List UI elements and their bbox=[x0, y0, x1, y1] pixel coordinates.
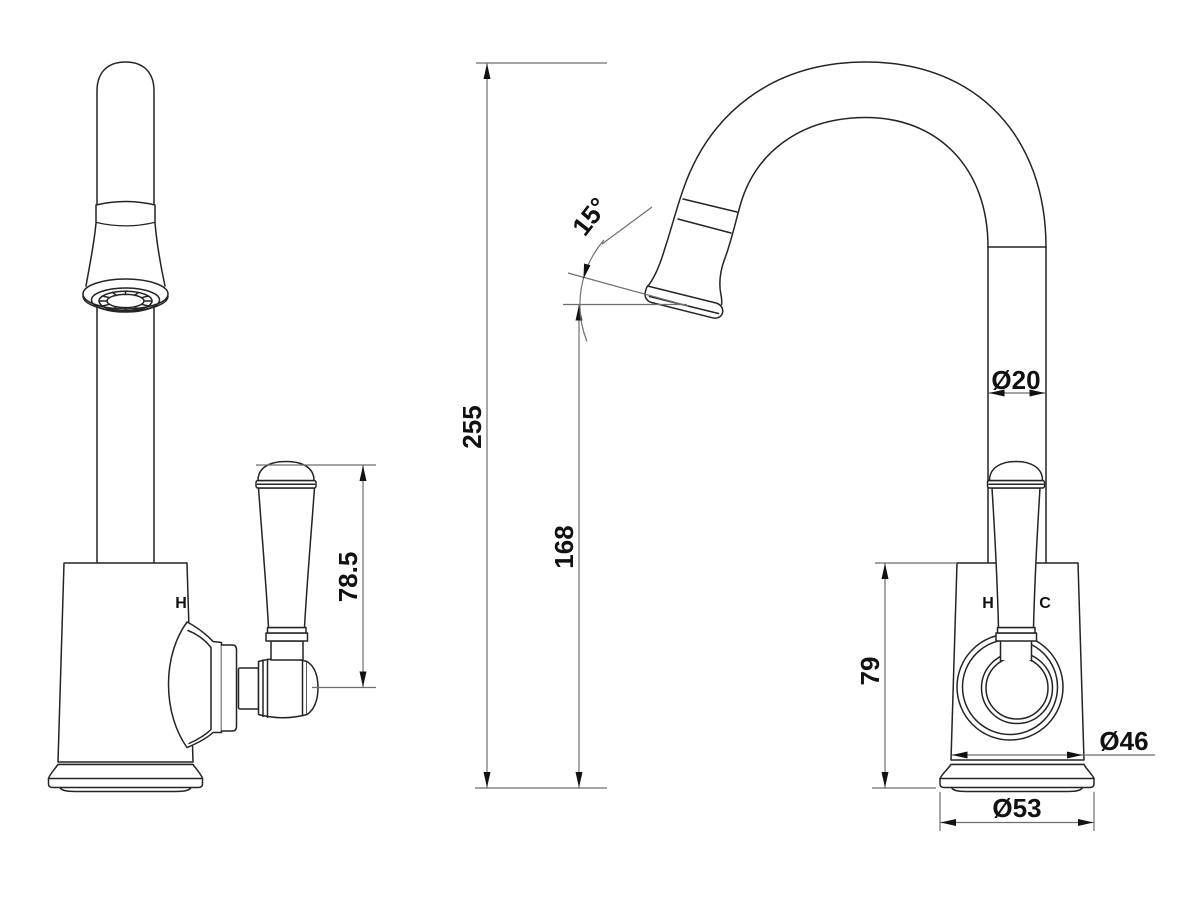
angle-leader-line bbox=[601, 206, 653, 245]
left-spout-flare-right-edge bbox=[154, 222, 166, 287]
left-lever-flange-upper bbox=[266, 626, 307, 634]
left-lever-cap-dome bbox=[257, 460, 315, 482]
left-aerator-ring bbox=[90, 287, 161, 313]
left-base bbox=[47, 763, 204, 789]
arrowhead-left bbox=[940, 819, 956, 826]
left-handle-barrel bbox=[257, 657, 308, 719]
spout-collar-seam-1 bbox=[682, 198, 738, 213]
dimension-body-diameter: Ø46 bbox=[952, 726, 1155, 759]
dimension-spout-diameter: Ø20 bbox=[989, 365, 1045, 397]
angle-arc bbox=[579, 239, 605, 342]
right-base-bottom-lip bbox=[950, 786, 1084, 793]
arrowhead-down bbox=[359, 671, 367, 687]
dim-text-handle-height: 78.5 bbox=[333, 552, 363, 603]
arrowhead-up bbox=[881, 563, 889, 579]
arrowhead-angle bbox=[583, 263, 591, 279]
right-lever-neck-mask bbox=[1000, 640, 1032, 660]
dim-text-spout-diameter: Ø20 bbox=[991, 365, 1040, 395]
left-aerator-teeth bbox=[98, 290, 153, 312]
right-hot-marking: H bbox=[982, 595, 994, 612]
left-spout-flare-left-edge bbox=[85, 222, 97, 287]
dimension-overall-height: 255 bbox=[457, 62, 607, 788]
left-valve-boss bbox=[220, 644, 238, 732]
arrowhead-up bbox=[483, 63, 491, 79]
dimension-outlet-angle: 15° bbox=[566, 192, 689, 342]
left-body bbox=[57, 562, 194, 763]
right-lever-flange-lower bbox=[995, 632, 1038, 642]
arrowhead-left bbox=[952, 751, 968, 759]
dim-text-overall-height: 255 bbox=[457, 405, 487, 448]
left-spout-collar bbox=[95, 200, 156, 227]
left-valve-bell bbox=[167, 621, 223, 749]
dim-text-outlet-angle: 15° bbox=[566, 192, 614, 241]
arrowhead-right bbox=[1029, 389, 1045, 397]
dimension-base-diameter: Ø53 bbox=[939, 792, 1095, 831]
right-view: H C bbox=[644, 61, 1095, 793]
arrowhead-right bbox=[1078, 819, 1094, 826]
left-valve-connector bbox=[237, 667, 260, 710]
right-lever-flange-upper bbox=[996, 626, 1036, 634]
left-spout-flare bbox=[86, 223, 165, 286]
left-hot-marking: H bbox=[175, 595, 187, 612]
arrowhead-up bbox=[575, 305, 583, 321]
right-cold-marking: C bbox=[1039, 595, 1051, 612]
dim-text-outlet-height: 168 bbox=[549, 525, 579, 568]
spout-tip-face bbox=[644, 285, 724, 319]
dim-text-base-diameter: Ø53 bbox=[992, 793, 1041, 823]
dimension-outlet-height: 168 bbox=[549, 303, 687, 788]
dimension-handle-height: 78.5 bbox=[256, 464, 376, 689]
angle-reference-line bbox=[567, 272, 689, 307]
arrowhead-left bbox=[989, 389, 1005, 397]
arrowhead-down bbox=[575, 772, 583, 788]
arrowhead-down bbox=[483, 772, 491, 788]
left-lever bbox=[257, 487, 316, 629]
gooseneck-outer bbox=[647, 61, 1047, 287]
right-lever-cap-dome bbox=[988, 460, 1044, 482]
left-lever-flange-lower bbox=[265, 632, 309, 642]
left-base-bottom-lip bbox=[59, 786, 192, 793]
arrowhead-down bbox=[881, 772, 889, 788]
arrowhead-up bbox=[359, 465, 367, 481]
dimension-body-height: 79 bbox=[855, 562, 956, 789]
dim-text-body-height: 79 bbox=[855, 657, 885, 686]
left-view: H bbox=[47, 61, 319, 793]
left-lever-neck bbox=[270, 640, 304, 661]
left-valve-bell-inner-ridge bbox=[187, 629, 212, 745]
dim-text-body-diameter: Ø46 bbox=[1099, 726, 1148, 756]
spout-collar-seam-2 bbox=[677, 218, 732, 234]
right-base bbox=[939, 763, 1095, 789]
arrowhead-right bbox=[1067, 751, 1083, 759]
gooseneck-inner bbox=[719, 116, 989, 306]
right-lever bbox=[991, 487, 1041, 629]
